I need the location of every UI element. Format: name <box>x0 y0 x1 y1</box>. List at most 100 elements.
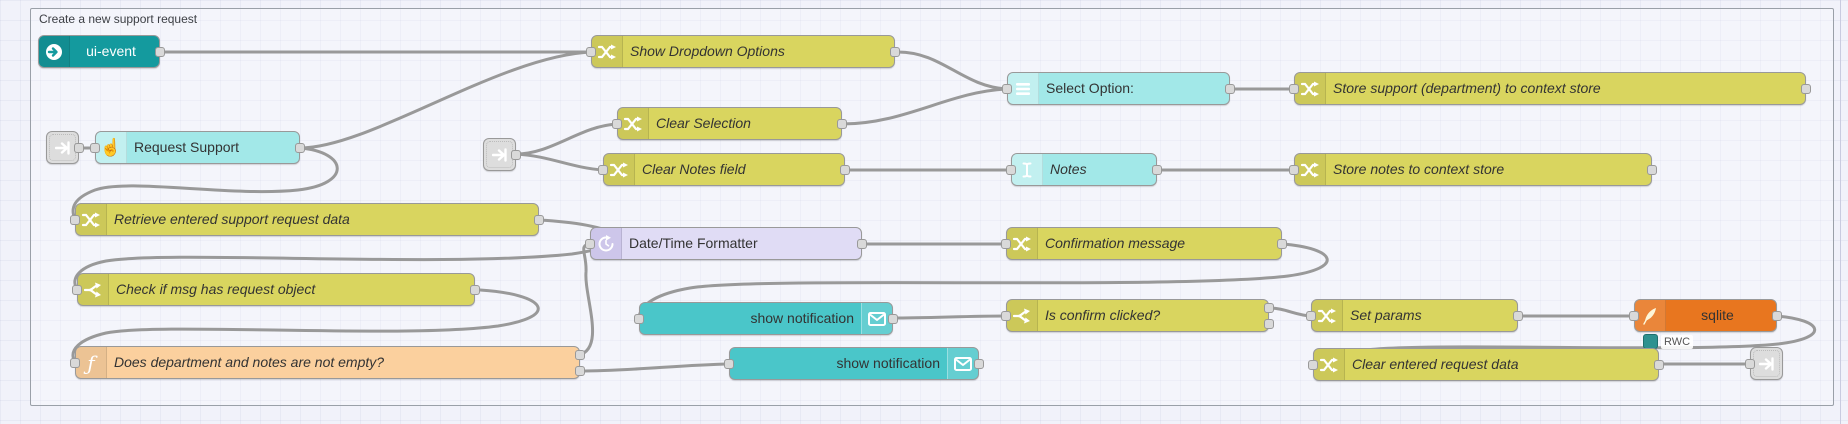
output-port[interactable] <box>837 119 847 129</box>
node-label: show notification <box>836 355 940 371</box>
shuffle-icon <box>1314 349 1345 380</box>
input-port[interactable] <box>598 165 608 175</box>
input-port[interactable] <box>634 314 644 324</box>
node-link-out[interactable] <box>1745 347 1783 380</box>
input-port[interactable] <box>1306 311 1316 321</box>
wire[interactable] <box>71 288 540 364</box>
input-port[interactable] <box>70 358 80 368</box>
node-select-option-dropdown[interactable]: Select Option: <box>1002 72 1235 105</box>
output-port-2[interactable] <box>1264 319 1274 329</box>
wire[interactable] <box>896 50 1008 91</box>
output-port[interactable] <box>1647 165 1657 175</box>
wire[interactable] <box>514 152 605 172</box>
output-port[interactable] <box>1225 84 1235 94</box>
output-port[interactable] <box>857 239 867 249</box>
output-port[interactable] <box>511 150 521 160</box>
node-sqlite[interactable]: sqlite RWC <box>1629 299 1782 349</box>
db-mode-label: RWC <box>1661 334 1694 349</box>
input-port[interactable] <box>1001 311 1011 321</box>
input-port[interactable] <box>1001 239 1011 249</box>
sqlite-mode-badge: RWC <box>1643 334 1694 349</box>
output-port[interactable] <box>534 215 544 225</box>
wire[interactable] <box>840 87 1008 126</box>
node-link-in[interactable] <box>46 131 84 164</box>
node-show-notification[interactable]: show notification <box>724 347 984 380</box>
node-confirmation-message-change[interactable]: Confirmation message <box>1001 227 1287 260</box>
envelope-icon <box>861 303 892 334</box>
output-port[interactable] <box>1801 84 1811 94</box>
wire[interactable] <box>71 146 339 221</box>
wire[interactable] <box>577 242 595 357</box>
node-link-in[interactable] <box>483 138 521 171</box>
shuffle-icon <box>592 36 623 67</box>
node-is-confirm-switch[interactable]: Is confirm clicked? <box>1001 299 1274 332</box>
input-port[interactable] <box>1308 360 1318 370</box>
input-port[interactable] <box>1002 84 1012 94</box>
node-set-params-change[interactable]: Set params <box>1306 299 1523 332</box>
wire[interactable] <box>514 122 619 156</box>
node-label: Store support (department) to context st… <box>1333 80 1601 96</box>
input-port[interactable] <box>70 215 80 225</box>
input-port[interactable] <box>612 119 622 129</box>
input-port[interactable] <box>1289 84 1299 94</box>
output-port[interactable] <box>890 47 900 57</box>
output-port[interactable] <box>840 165 850 175</box>
node-clear-entered-change[interactable]: Clear entered request data <box>1308 348 1664 381</box>
node-retrieve-data-change[interactable]: Retrieve entered support request data <box>70 203 544 236</box>
node-label: Is confirm clicked? <box>1045 307 1161 323</box>
node-notes-text-input[interactable]: Notes <box>1006 153 1162 186</box>
node-request-support-button[interactable]: ☝ Request Support <box>90 131 305 164</box>
hand-pointer-icon: ☝ <box>96 132 127 163</box>
wire[interactable] <box>298 50 593 150</box>
node-function-not-empty[interactable]: ƒ Does department and notes are not empt… <box>70 346 585 379</box>
function-icon: ƒ <box>76 347 107 378</box>
node-clear-selection-change[interactable]: Clear Selection <box>612 107 847 140</box>
input-port[interactable] <box>1006 165 1016 175</box>
shuffle-icon <box>604 154 635 185</box>
output-port[interactable] <box>1772 311 1782 321</box>
input-port[interactable] <box>90 143 100 153</box>
input-port[interactable] <box>72 285 82 295</box>
node-show-dropdown-options[interactable]: Show Dropdown Options <box>586 35 900 68</box>
node-store-notes-change[interactable]: Store notes to context store <box>1289 153 1657 186</box>
output-port-2[interactable] <box>575 366 585 376</box>
output-port[interactable] <box>1152 165 1162 175</box>
input-port[interactable] <box>585 239 595 249</box>
input-port[interactable] <box>586 47 596 57</box>
wire[interactable] <box>1266 306 1313 318</box>
wire[interactable] <box>890 314 1008 320</box>
wire[interactable] <box>637 242 1329 319</box>
text-cursor-icon <box>1012 154 1043 185</box>
output-port[interactable] <box>1654 360 1664 370</box>
output-port[interactable] <box>1513 311 1523 321</box>
node-label: Clear entered request data <box>1352 356 1519 372</box>
wire[interactable] <box>577 362 731 373</box>
node-label: Confirmation message <box>1045 235 1186 251</box>
input-port[interactable] <box>1289 165 1299 175</box>
node-label: Select Option: <box>1046 80 1134 96</box>
shuffle-icon <box>1007 228 1038 259</box>
output-port[interactable] <box>295 143 305 153</box>
clock-refresh-icon <box>591 228 622 259</box>
output-port[interactable] <box>155 47 165 57</box>
circle-arrow-icon <box>39 36 70 67</box>
node-show-notification[interactable]: show notification <box>634 302 898 335</box>
input-port[interactable] <box>1745 359 1755 369</box>
node-clear-notes-change[interactable]: Clear Notes field <box>598 153 850 186</box>
output-port[interactable] <box>74 143 84 153</box>
node-datetime-formatter[interactable]: Date/Time Formatter <box>585 227 867 260</box>
input-port[interactable] <box>1629 311 1639 321</box>
output-port-1[interactable] <box>1264 303 1274 313</box>
node-label: Does department and notes are not empty? <box>114 354 385 370</box>
switch-fork-icon <box>78 274 109 305</box>
output-port-1[interactable] <box>575 350 585 360</box>
output-port[interactable] <box>888 314 898 324</box>
output-port[interactable] <box>1277 239 1287 249</box>
output-port[interactable] <box>470 285 480 295</box>
input-port[interactable] <box>724 359 734 369</box>
node-ui-event[interactable]: ui-event <box>38 35 165 68</box>
output-port[interactable] <box>974 359 984 369</box>
node-store-support-change[interactable]: Store support (department) to context st… <box>1289 72 1811 105</box>
node-check-request-switch[interactable]: Check if msg has request object <box>72 273 480 306</box>
